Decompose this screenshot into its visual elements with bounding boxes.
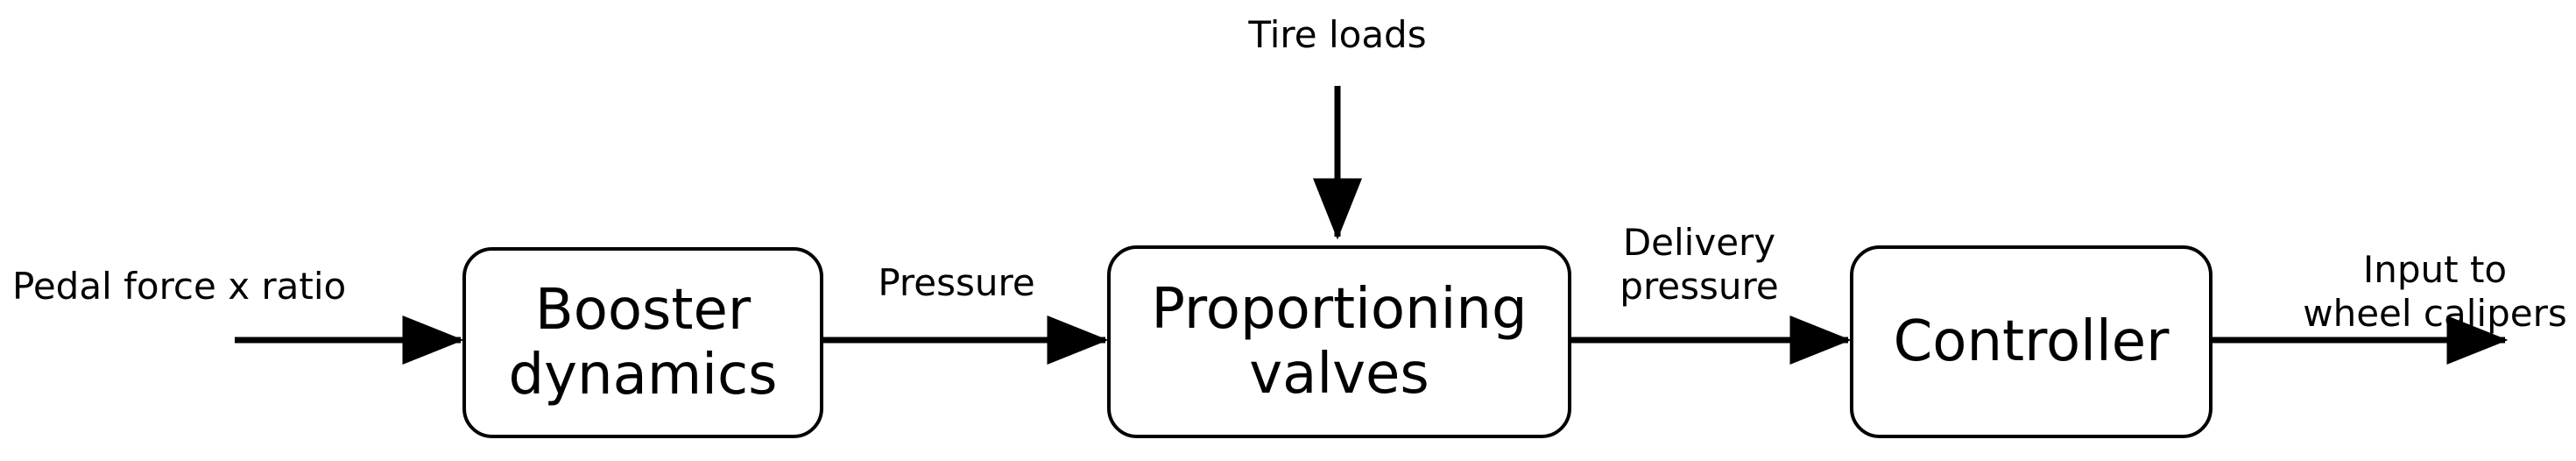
label-input-to-calipers: Input to wheel calipers xyxy=(2303,248,2567,336)
block-proportioning-valves: Proportioning valves xyxy=(1107,245,1571,438)
block-proportioning-valves-label: Proportioning valves xyxy=(1151,277,1527,407)
label-pressure: Pressure xyxy=(878,261,1035,304)
block-controller-line-1: Controller xyxy=(1893,309,2170,374)
block-controller-label: Controller xyxy=(1894,309,2170,374)
block-proportioning-line-1: Proportioning xyxy=(1151,277,1528,342)
block-booster-dynamics: Booster dynamics xyxy=(462,247,823,438)
label-pedal-force: Pedal force x ratio xyxy=(12,265,347,308)
label-tire-loads: Tire loads xyxy=(1248,13,1427,56)
block-booster-line-2: dynamics xyxy=(508,343,778,408)
block-booster-line-1: Booster xyxy=(534,278,752,343)
label-delivery-pressure-line-1: Delivery xyxy=(1622,221,1776,264)
block-proportioning-line-2: valves xyxy=(1249,342,1429,407)
label-input-to-calipers-line-1: Input to xyxy=(2362,248,2508,291)
block-controller: Controller xyxy=(1850,245,2213,438)
block-booster-dynamics-label: Booster dynamics xyxy=(509,278,778,408)
label-input-to-calipers-line-2: wheel calipers xyxy=(2303,292,2567,335)
label-delivery-pressure-line-2: pressure xyxy=(1620,265,1779,308)
label-delivery-pressure: Delivery pressure xyxy=(1620,221,1778,309)
